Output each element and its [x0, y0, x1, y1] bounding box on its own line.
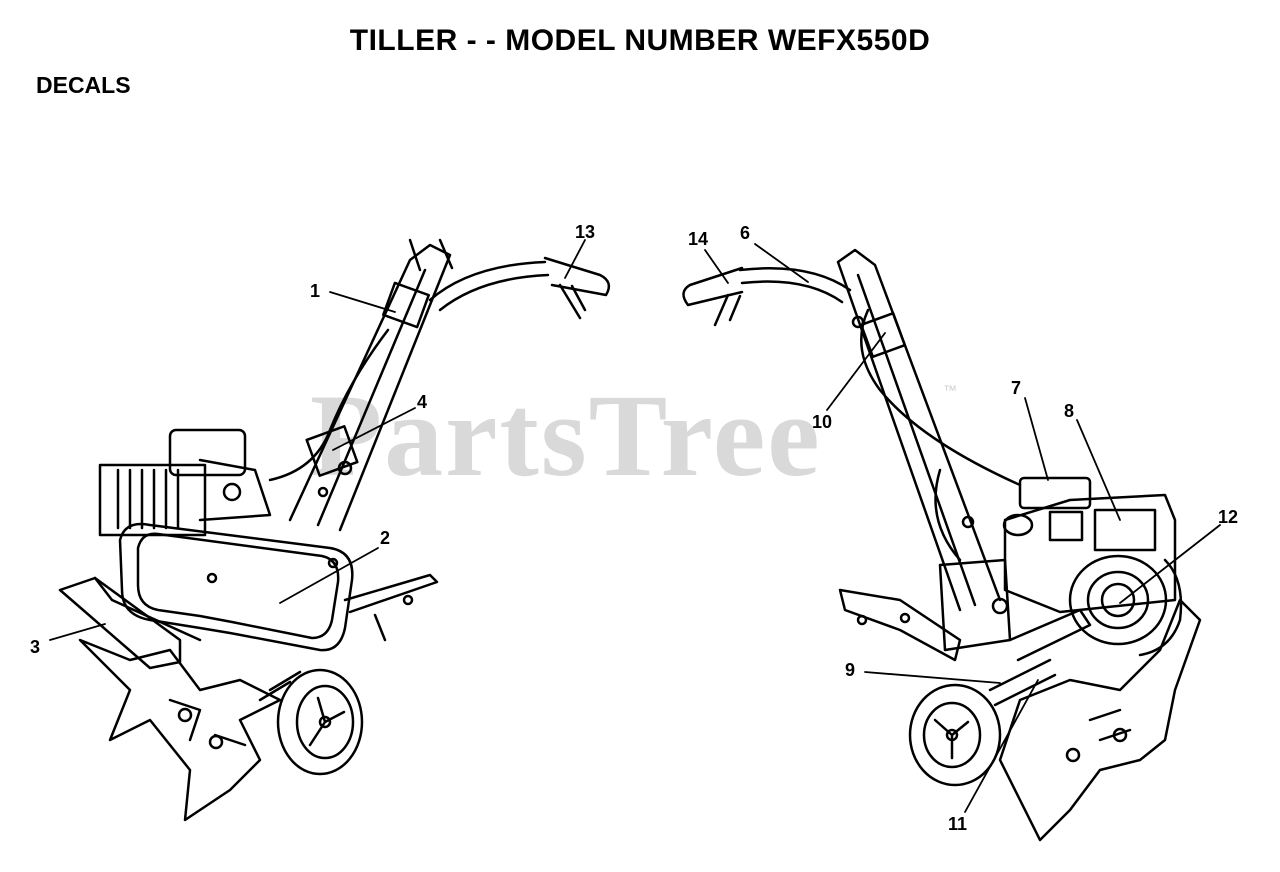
callout-13: 13: [575, 222, 596, 242]
leader-4: [332, 407, 416, 451]
leader-6: [754, 243, 809, 283]
watermark-trademark: ™: [943, 382, 957, 398]
leader-2: [279, 547, 379, 604]
leader-8: [1076, 419, 1121, 521]
callout-10: 10: [812, 412, 833, 432]
leader-11: [964, 679, 1039, 813]
right-tiller: [682, 248, 1202, 842]
leader-12: [1119, 524, 1221, 604]
leader-13: [564, 239, 586, 279]
callout-2: 2: [380, 528, 391, 548]
callout-1: 1: [310, 281, 321, 301]
callout-8: 8: [1064, 401, 1075, 421]
leader-9: [864, 671, 1001, 684]
callout-12: 12: [1218, 507, 1239, 527]
diagram-title: TILLER - - MODEL NUMBER WEFX550D: [349, 24, 931, 57]
leader-3: [49, 623, 106, 641]
callout-7: 7: [1011, 378, 1022, 398]
leader-lines: [49, 239, 1221, 813]
callout-3: 3: [30, 637, 41, 657]
leader-1: [329, 291, 396, 313]
callout-14: 14: [688, 229, 709, 249]
callout-11: 11: [948, 814, 968, 834]
section-heading: DECALS: [36, 72, 131, 98]
callout-6: 6: [740, 223, 751, 243]
leader-7: [1024, 397, 1049, 481]
left-tiller: [58, 238, 611, 822]
callout-9: 9: [845, 660, 856, 680]
callout-4: 4: [417, 392, 428, 412]
leader-10: [826, 332, 886, 411]
leader-14: [704, 249, 729, 284]
